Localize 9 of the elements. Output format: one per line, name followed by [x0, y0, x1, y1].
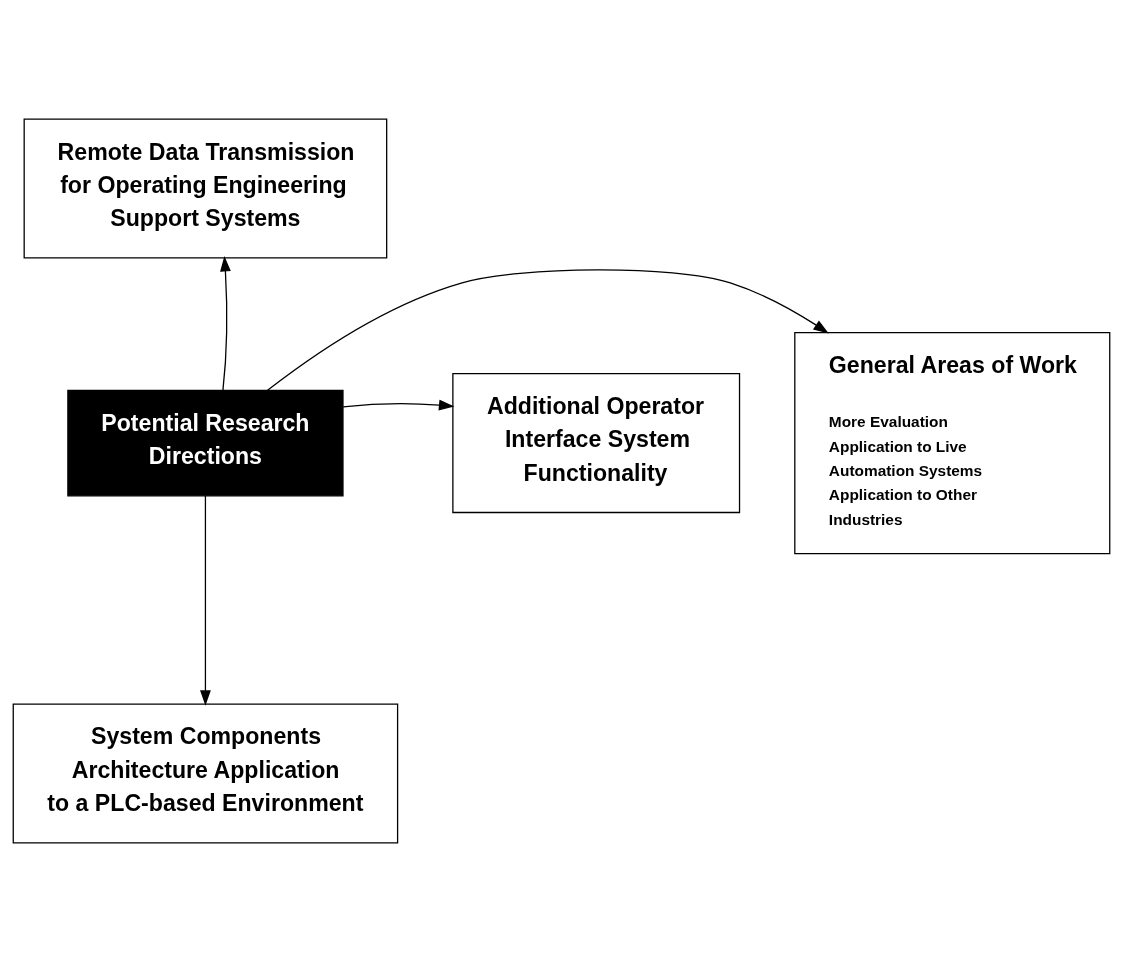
- arrow: [342, 399, 455, 410]
- arrow: [200, 494, 211, 706]
- arrow: [266, 268, 829, 391]
- node-box: Remote Data Transmission for Operating Engineering Support Systems: [23, 118, 388, 259]
- arrow: [220, 255, 231, 391]
- node-box: General Areas of Work More Evaluation Application to Live Automation Systems Application to Other Industries: [794, 331, 1111, 554]
- node-box: Additional Operator Interface System Functionality: [452, 372, 741, 513]
- node-box: Potential Research Directions: [67, 389, 344, 496]
- node-box: System Components Architecture Application to a PLC-based Environment: [12, 702, 399, 843]
